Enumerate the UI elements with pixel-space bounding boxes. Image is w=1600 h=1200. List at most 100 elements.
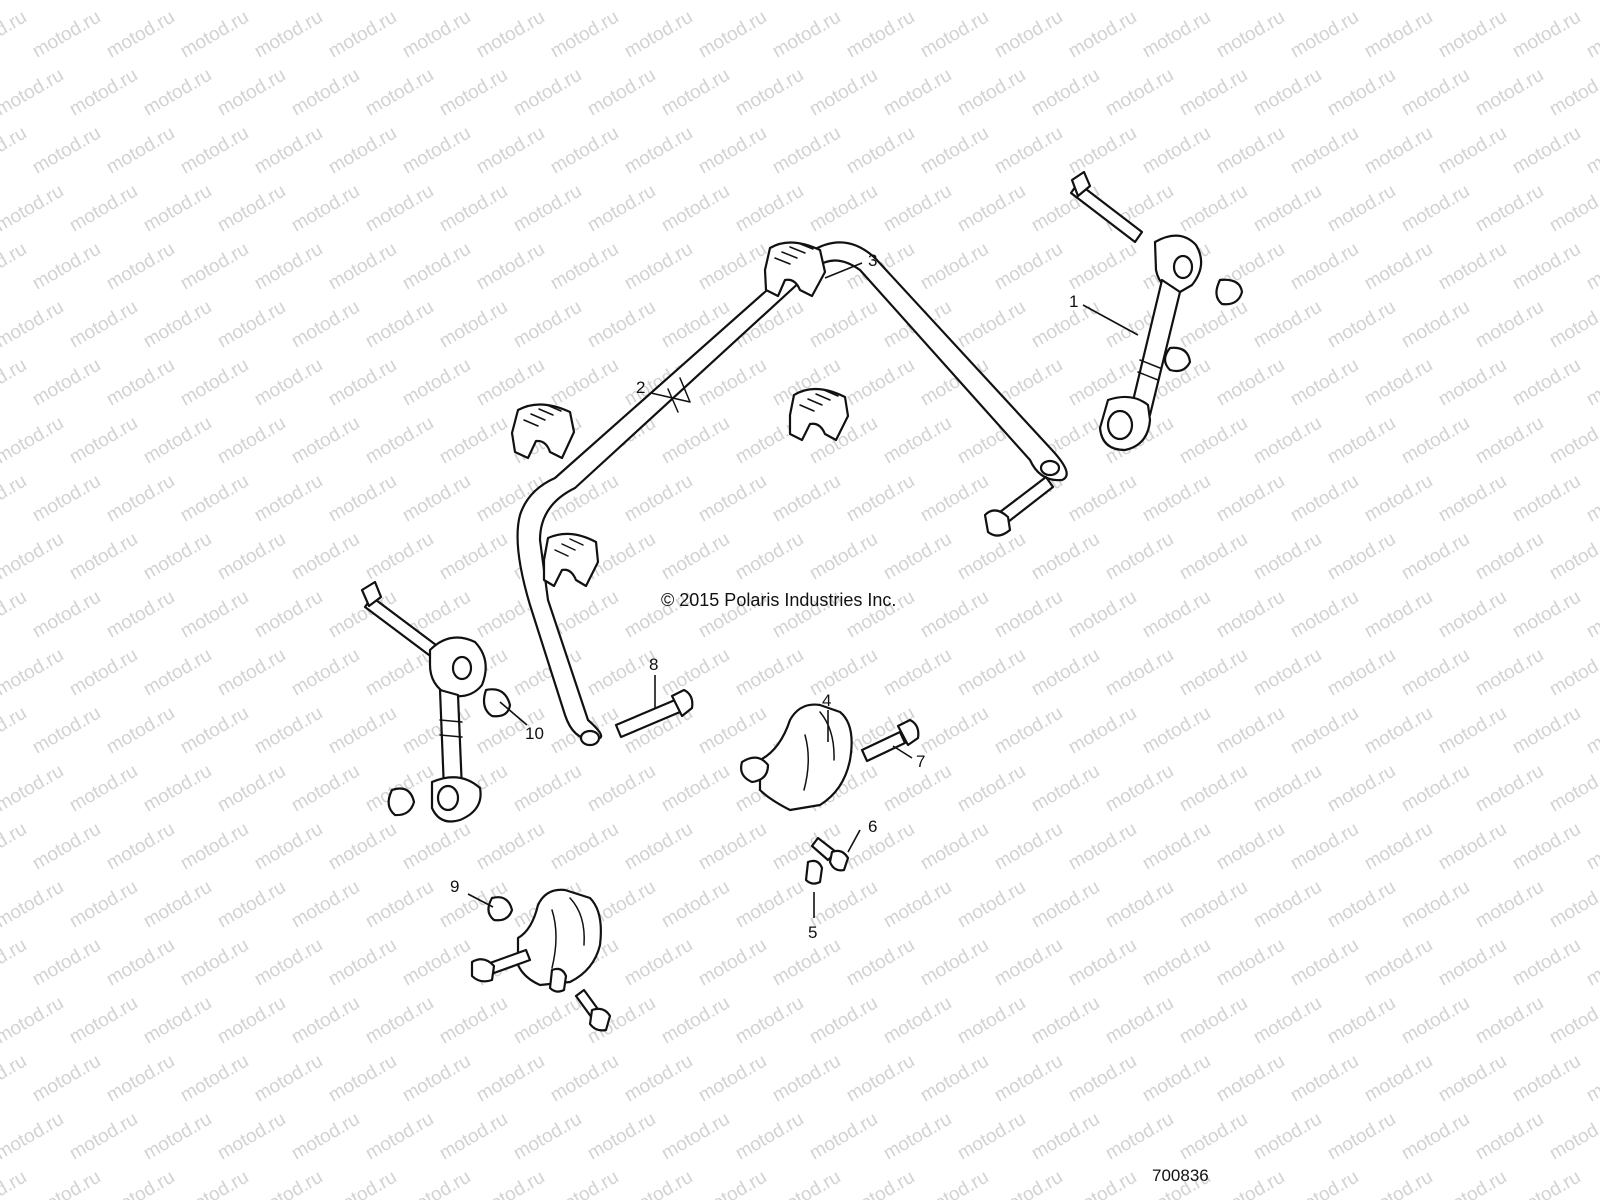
watermark-text: motod.ru: [29, 935, 104, 991]
watermark-text: motod.ru: [66, 65, 141, 121]
watermark-text: motod.ru: [140, 877, 215, 933]
watermark-text: motod.ru: [1398, 877, 1473, 933]
watermark-text: motod.ru: [214, 0, 289, 4]
watermark-text: motod.ru: [1065, 7, 1140, 63]
watermark-text: motod.ru: [29, 703, 104, 759]
watermark-text: motod.ru: [1250, 529, 1325, 585]
watermark-text: motod.ru: [917, 7, 992, 63]
watermark-text: motod.ru: [1065, 239, 1140, 295]
watermark-text: motod.ru: [547, 1051, 622, 1107]
leader-lines: [467, 262, 1139, 918]
watermark-text: motod.ru: [0, 761, 67, 817]
watermark-text: motod.ru: [1139, 123, 1214, 179]
watermark-text: motod.ru: [1213, 587, 1288, 643]
watermark-text: motod.ru: [362, 1109, 437, 1165]
watermark-text: motod.ru: [177, 703, 252, 759]
watermark-text: motod.ru: [1250, 761, 1325, 817]
watermark-text: motod.ru: [140, 1109, 215, 1165]
watermark-text: motod.ru: [362, 297, 437, 353]
watermark-text: motod.ru: [1028, 877, 1103, 933]
watermark-text: motod.ru: [436, 529, 511, 585]
watermark-text: motod.ru: [547, 819, 622, 875]
watermark-text: motod.ru: [0, 1167, 30, 1200]
watermark-text: motod.ru: [1213, 471, 1288, 527]
watermark-text: motod.ru: [954, 181, 1029, 237]
watermark-text: motod.ru: [1176, 297, 1251, 353]
watermark-text: motod.ru: [1509, 703, 1584, 759]
watermark-text: motod.ru: [732, 65, 807, 121]
bushing-left: [510, 403, 576, 460]
watermark-text: motod.ru: [0, 355, 30, 411]
watermark-text: motod.ru: [288, 297, 363, 353]
watermark-text: motod.ru: [1287, 7, 1362, 63]
watermark-text: motod.ru: [1213, 7, 1288, 63]
watermark-text: motod.ru: [991, 819, 1066, 875]
watermark-text: motod.ru: [214, 877, 289, 933]
watermark-text: motod.ru: [1361, 1051, 1436, 1107]
watermark-text: motod.ru: [1250, 645, 1325, 701]
watermark-text: motod.ru: [695, 123, 770, 179]
watermark-text: motod.ru: [1287, 471, 1362, 527]
watermark-text: motod.ru: [29, 7, 104, 63]
watermark-text: motod.ru: [177, 1167, 252, 1200]
watermark-text: motod.ru: [177, 1051, 252, 1107]
watermark-text: motod.ru: [1435, 239, 1510, 295]
watermark-text: motod.ru: [769, 123, 844, 179]
watermark-text: motod.ru: [1583, 355, 1600, 411]
watermark-text: motod.ru: [1546, 529, 1600, 585]
watermark-text: motod.ru: [1398, 993, 1473, 1049]
watermark-text: motod.ru: [288, 1109, 363, 1165]
callout-9: 9: [450, 877, 459, 896]
bolt-7: [860, 718, 920, 763]
watermark-text: motod.ru: [399, 7, 474, 63]
watermark-text: motod.ru: [769, 1167, 844, 1200]
watermark-text: motod.ru: [103, 471, 178, 527]
watermark-text: motod.ru: [1509, 355, 1584, 411]
watermark-text: motod.ru: [1472, 993, 1547, 1049]
watermark-text: motod.ru: [1546, 993, 1600, 1049]
watermark-text: motod.ru: [1250, 1109, 1325, 1165]
watermark-text: motod.ru: [695, 935, 770, 991]
watermark-text: motod.ru: [0, 471, 30, 527]
watermark-text: motod.ru: [1065, 471, 1140, 527]
watermark-text: motod.ru: [1361, 471, 1436, 527]
watermark-text: motod.ru: [1361, 1167, 1436, 1200]
watermark-text: motod.ru: [214, 1109, 289, 1165]
watermark-text: motod.ru: [1139, 819, 1214, 875]
watermark-text: motod.ru: [1028, 645, 1103, 701]
watermark-text: motod.ru: [29, 819, 104, 875]
watermark-text: motod.ru: [732, 1109, 807, 1165]
watermark-text: motod.ru: [0, 877, 67, 933]
watermark-text: motod.ru: [1176, 413, 1251, 469]
watermark-text: motod.ru: [103, 1167, 178, 1200]
watermark-text: motod.ru: [1139, 471, 1214, 527]
watermark-text: motod.ru: [1250, 297, 1325, 353]
watermark-text: motod.ru: [1176, 993, 1251, 1049]
end-link-left: [360, 580, 512, 823]
watermark-text: motod.ru: [1472, 529, 1547, 585]
watermark-text: motod.ru: [177, 935, 252, 991]
bushing-upper: [763, 241, 827, 298]
watermark-text: motod.ru: [0, 645, 67, 701]
watermark-text: motod.ru: [1213, 1167, 1288, 1200]
watermark-text: motod.ru: [547, 355, 622, 411]
watermark-text: motod.ru: [399, 935, 474, 991]
watermark-text: motod.ru: [843, 1051, 918, 1107]
watermark-text: motod.ru: [325, 355, 400, 411]
watermark-text: motod.ru: [251, 355, 326, 411]
watermark-text: motod.ru: [1546, 0, 1600, 4]
watermark-text: motod.ru: [880, 1109, 955, 1165]
watermark-text: motod.ru: [1546, 645, 1600, 701]
watermark-text: motod.ru: [325, 7, 400, 63]
watermark-text: motod.ru: [66, 877, 141, 933]
watermark-text: motod.ru: [1102, 877, 1177, 933]
watermark-text: motod.ru: [954, 0, 1029, 4]
watermark-text: motod.ru: [362, 65, 437, 121]
watermark-text: motod.ru: [288, 993, 363, 1049]
watermark-text: motod.ru: [325, 819, 400, 875]
watermark-text: motod.ru: [1213, 935, 1288, 991]
watermark-text: motod.ru: [66, 645, 141, 701]
watermark-text: motod.ru: [1398, 0, 1473, 4]
watermark-text: motod.ru: [1287, 239, 1362, 295]
watermark-text: motod.ru: [1102, 761, 1177, 817]
